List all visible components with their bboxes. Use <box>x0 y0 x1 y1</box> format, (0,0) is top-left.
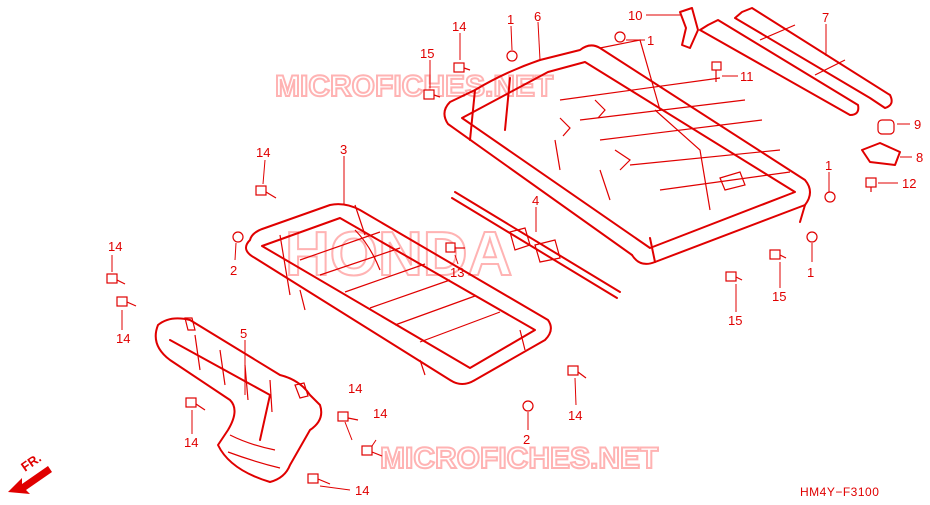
callout-4: 4 <box>532 193 539 208</box>
nut-1a <box>506 50 518 62</box>
callout-14: 14 <box>373 406 387 421</box>
bolt-14c <box>116 296 137 307</box>
callout-14: 14 <box>355 483 369 498</box>
bolts <box>106 31 877 485</box>
callout-9: 9 <box>914 117 921 132</box>
bracket-part-10 <box>679 7 699 49</box>
callout-3: 3 <box>340 142 347 157</box>
callout-7: 7 <box>822 10 829 25</box>
bolt-15d <box>725 271 743 282</box>
nut-1c <box>824 191 836 203</box>
hardware-part-9 <box>877 119 895 135</box>
bolt-15a <box>453 62 471 73</box>
rear-carrier-part-6 <box>443 39 811 265</box>
callout-14: 14 <box>256 145 270 160</box>
bolt-14a <box>255 185 277 199</box>
cross-rod-part-4 <box>451 191 621 299</box>
nut-2a <box>232 231 244 243</box>
bolt-14g <box>361 445 383 457</box>
bolt-12 <box>865 177 877 192</box>
callout-14: 14 <box>108 239 122 254</box>
bolt-14d <box>567 365 587 379</box>
callout-8: 8 <box>916 150 923 165</box>
callout-2: 2 <box>523 432 530 447</box>
plate-part-7 <box>699 7 893 116</box>
callout-10: 10 <box>628 8 642 23</box>
hardware-part-8 <box>861 142 901 166</box>
callouts: 1 1 1 1 2 2 3 4 5 6 7 8 9 10 11 12 13 14… <box>108 8 923 498</box>
callout-15: 14 <box>452 19 466 34</box>
callout-15: 15 <box>728 313 742 328</box>
callout-14: 14 <box>348 381 362 396</box>
bolt-13 <box>445 242 465 253</box>
callout-14: 14 <box>184 435 198 450</box>
callout-5: 5 <box>240 326 247 341</box>
leader-lines <box>111 14 912 491</box>
bolt-14h <box>307 473 331 485</box>
center-carrier-part-3 <box>245 203 552 385</box>
nut-1d <box>806 231 818 243</box>
callout-1: 1 <box>807 265 814 280</box>
callout-1: 1 <box>647 33 654 48</box>
callout-15: 15 <box>420 46 434 61</box>
watermark-bottom: MICROFICHES.NET <box>380 442 658 475</box>
bolt-14e <box>185 397 206 411</box>
callout-6: 6 <box>534 9 541 24</box>
callout-1: 1 <box>507 12 514 27</box>
front-direction-arrow: FR. <box>8 450 52 494</box>
callout-2: 2 <box>230 263 237 278</box>
bolt-14b <box>106 273 126 285</box>
bolt-14f <box>337 411 359 422</box>
callout-14: 14 <box>568 408 582 423</box>
callout-11: 11 <box>740 69 754 84</box>
bolt-11 <box>711 61 722 82</box>
callout-13: 13 <box>450 265 464 280</box>
callout-15: 15 <box>772 289 786 304</box>
callout-12: 12 <box>902 176 916 191</box>
bolt-15b <box>423 89 441 100</box>
front-guard-part-5 <box>154 317 323 483</box>
nut-2b <box>522 400 534 412</box>
watermark-top: MICROFICHES.NET <box>275 70 553 103</box>
figure-code: HM4Y−F3100 <box>800 485 879 499</box>
nut-1b <box>614 31 626 43</box>
callout-1: 1 <box>825 158 832 173</box>
callout-14: 14 <box>116 331 130 346</box>
direction-label: FR. <box>18 450 44 474</box>
bolt-15c <box>769 249 787 260</box>
